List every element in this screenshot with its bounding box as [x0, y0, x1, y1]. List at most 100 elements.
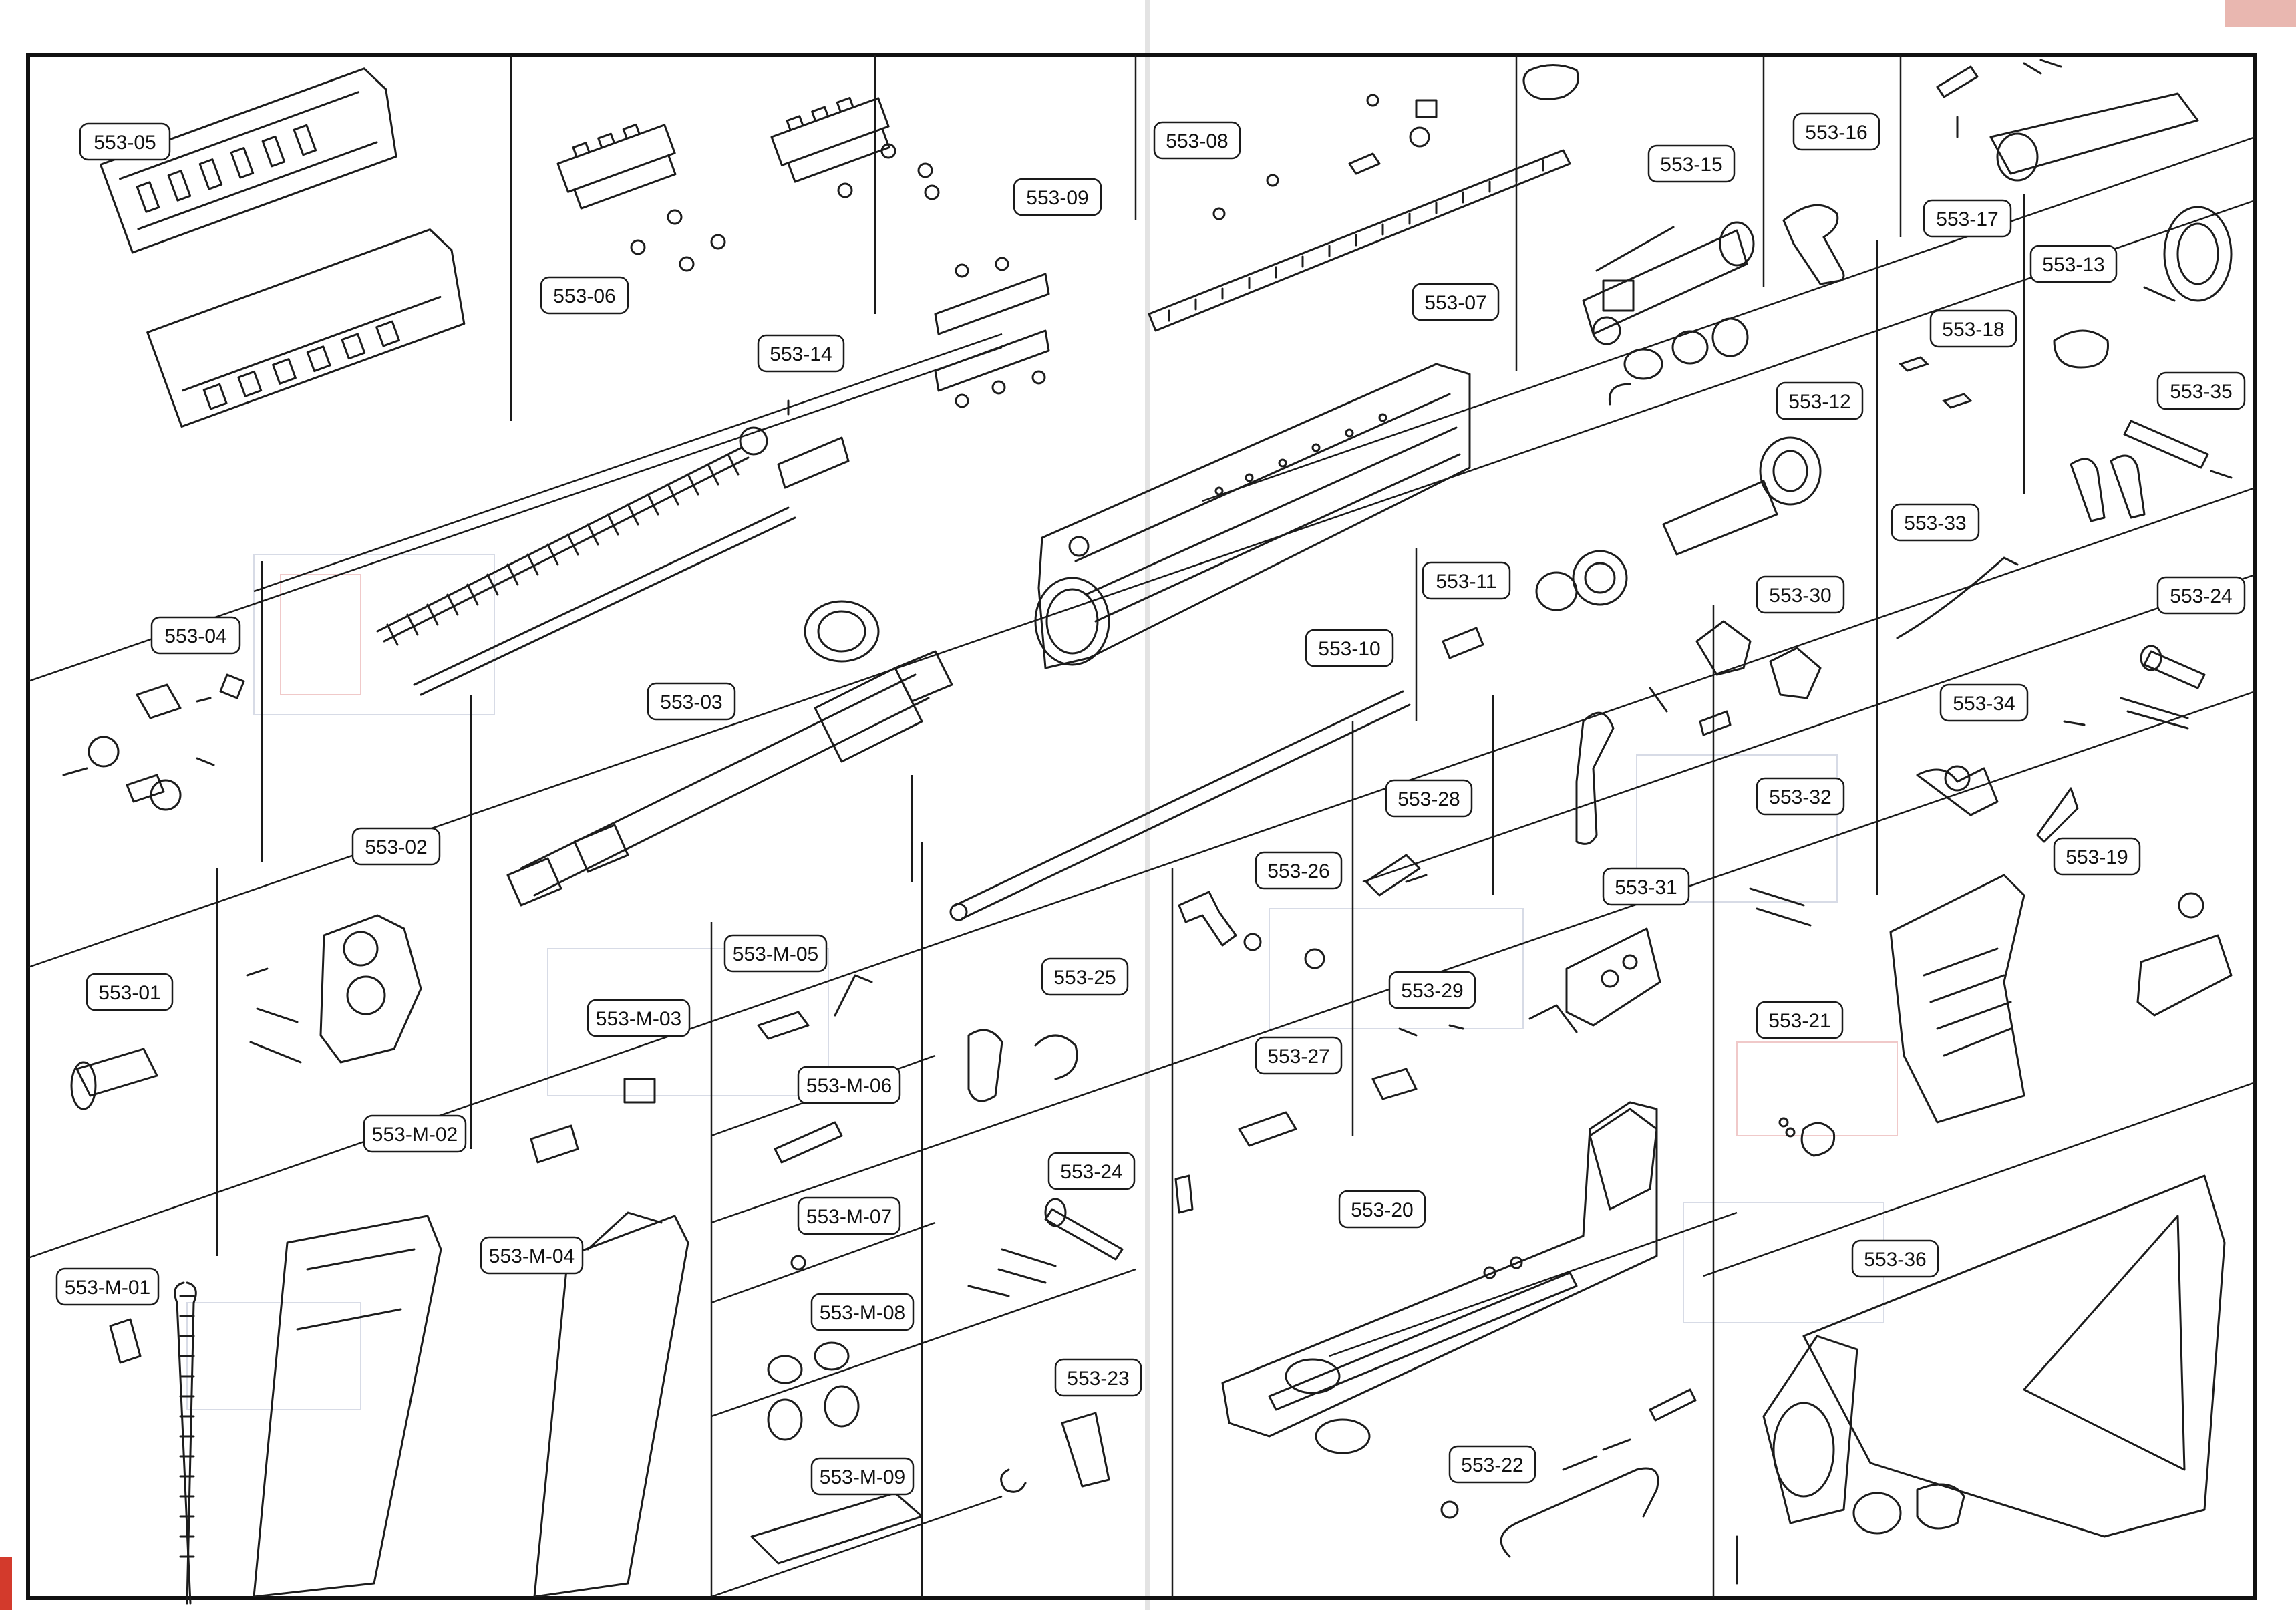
label-553-01: 553-01 [86, 973, 174, 1011]
corner-red-mark [0, 1557, 12, 1610]
hop-up-part [1535, 436, 1822, 611]
part-labels: 553-05 553-06 553-14 553-09 553-08 553-0… [55, 112, 2246, 1496]
svg-text:553-M-02: 553-M-02 [372, 1124, 458, 1146]
label-553-06: 553-06 [540, 276, 629, 315]
label-553-12: 553-12 [1776, 381, 1864, 420]
label-553-03: 553-03 [647, 682, 736, 721]
label-553-34: 553-34 [1939, 683, 2029, 722]
label-553-M-01: 553-M-01 [55, 1267, 160, 1306]
lower-plate-part [1528, 927, 1661, 1033]
flash-hider-part [2053, 206, 2233, 369]
gas-block-part [62, 673, 245, 811]
lower-receiver-part [1221, 1101, 1658, 1454]
label-553-02: 553-02 [351, 827, 441, 866]
folding-stock-part [1736, 1174, 2226, 1585]
label-553-20: 553-20 [1338, 1190, 1426, 1229]
pin-set-part [2070, 420, 2233, 522]
label-553-M-06: 553-M-06 [797, 1066, 901, 1104]
side-plate-part [934, 257, 1050, 408]
label-553-13: 553-13 [2029, 245, 2118, 283]
svg-text:553-M-06: 553-M-06 [806, 1075, 892, 1097]
svg-text:553-32: 553-32 [1769, 786, 1831, 808]
label-553-14: 553-14 [757, 334, 845, 373]
svg-text:553-29: 553-29 [1401, 980, 1463, 1002]
label-553-M-08: 553-M-08 [810, 1293, 915, 1331]
label-553-04: 553-04 [150, 616, 241, 655]
svg-text:553-07: 553-07 [1424, 292, 1486, 314]
svg-text:553-31: 553-31 [1615, 876, 1677, 899]
svg-text:553-13: 553-13 [2042, 254, 2104, 276]
label-553-21: 553-21 [1756, 1001, 1844, 1039]
label-553-28: 553-28 [1385, 779, 1473, 818]
label-553-M-03: 553-M-03 [587, 999, 691, 1037]
svg-text:553-M-05: 553-M-05 [733, 943, 818, 965]
trigger-guard-part [1440, 1388, 1697, 1558]
label-553-15: 553-15 [1647, 144, 1736, 183]
outer-barrel-part [506, 600, 953, 907]
front-sight-part [70, 914, 422, 1110]
svg-text:553-27: 553-27 [1267, 1045, 1329, 1068]
svg-text:553-02: 553-02 [365, 836, 427, 858]
svg-text:553-30: 553-30 [1769, 585, 1831, 607]
label-553-36: 553-36 [1851, 1239, 1939, 1278]
svg-text:553-33: 553-33 [1904, 512, 1966, 534]
label-553-32: 553-32 [1756, 777, 1845, 816]
svg-text:553-M-09: 553-M-09 [820, 1466, 905, 1488]
svg-text:553-36: 553-36 [1864, 1249, 1926, 1271]
wire-spring-part [1896, 556, 2019, 816]
svg-text:553-08: 553-08 [1166, 130, 1228, 152]
svg-text:553-06: 553-06 [553, 285, 615, 307]
label-553-08: 553-08 [1153, 121, 1241, 160]
label-553-M-05: 553-M-05 [723, 934, 828, 973]
hammer-spring-part [967, 1029, 1124, 1493]
svg-text:553-03: 553-03 [660, 691, 722, 713]
svg-text:553-14: 553-14 [770, 343, 832, 365]
label-553-23: 553-23 [1054, 1358, 1142, 1397]
label-553-26: 553-26 [1255, 851, 1343, 890]
svg-text:553-28: 553-28 [1398, 788, 1460, 810]
selector-lever-part [1174, 854, 1464, 1214]
svg-text:553-35: 553-35 [2170, 381, 2232, 403]
svg-text:553-11: 553-11 [1436, 571, 1496, 593]
svg-text:553-24: 553-24 [1060, 1161, 1122, 1183]
label-553-27: 553-27 [1255, 1036, 1343, 1075]
svg-text:553-M-01: 553-M-01 [65, 1277, 150, 1299]
svg-text:553-21: 553-21 [1768, 1010, 1830, 1032]
label-553-31: 553-31 [1602, 867, 1690, 906]
svg-text:553-05: 553-05 [94, 132, 156, 154]
handguard-part [100, 67, 466, 428]
label-553-33: 553-33 [1891, 503, 1980, 542]
label-553-M-02: 553-M-02 [363, 1114, 467, 1153]
svg-text:553-M-04: 553-M-04 [489, 1245, 575, 1267]
svg-text:553-09: 553-09 [1026, 187, 1088, 209]
svg-text:553-22: 553-22 [1461, 1454, 1523, 1476]
magazine-part [109, 1211, 689, 1605]
label-553-18: 553-18 [1929, 309, 2017, 348]
label-553-35: 553-35 [2156, 371, 2246, 410]
label-553-09: 553-09 [1013, 178, 1102, 216]
svg-text:553-20: 553-20 [1351, 1199, 1413, 1221]
svg-text:553-24: 553-24 [2170, 585, 2232, 607]
detent-part [1749, 887, 1836, 1157]
label-553-30: 553-30 [1756, 575, 1845, 614]
label-553-24-mid: 553-24 [1047, 1152, 1136, 1190]
svg-text:553-M-08: 553-M-08 [820, 1302, 905, 1324]
svg-text:553-04: 553-04 [164, 625, 226, 647]
svg-text:553-34: 553-34 [1953, 693, 2015, 715]
svg-text:553-16: 553-16 [1805, 122, 1867, 144]
svg-text:553-17: 553-17 [1936, 208, 1998, 230]
magazine-small-parts [530, 974, 923, 1565]
svg-text:553-26: 553-26 [1267, 860, 1329, 882]
cocking-handle-part [1782, 204, 1845, 285]
svg-text:553-15: 553-15 [1660, 154, 1722, 176]
top-cover-part [1936, 59, 2199, 182]
label-553-17: 553-17 [1923, 199, 2012, 238]
page-frame [26, 53, 2257, 1600]
piston-assembly-part [1582, 221, 1755, 406]
recoil-spring-part [376, 399, 850, 696]
svg-text:553-23: 553-23 [1067, 1367, 1129, 1390]
svg-text:553-10: 553-10 [1318, 638, 1380, 660]
upper-receiver-part [1034, 363, 1471, 669]
label-553-M-07: 553-M-07 [797, 1196, 901, 1235]
